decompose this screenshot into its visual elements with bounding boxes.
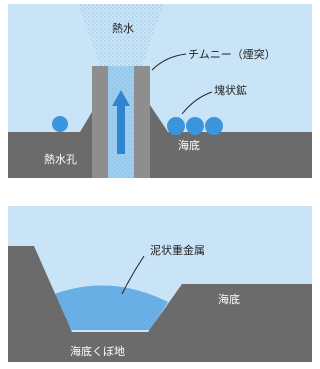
mud-label: 泥状重金属 xyxy=(150,243,205,257)
top-panel: 熱水 チムニー（煙突） 塊状鉱 熱水孔 海底 xyxy=(8,4,312,178)
chimney-label: チムニー（煙突） xyxy=(188,47,276,61)
vent-label: 熱水孔 xyxy=(44,153,77,166)
bottom-seafloor-label: 海底 xyxy=(218,292,240,306)
ore-mound-4 xyxy=(205,117,223,135)
bottom-panel: 泥状重金属 海底 海底くぼ地 xyxy=(8,206,312,362)
hot-water-plume xyxy=(78,4,164,66)
seafloor-right xyxy=(148,102,312,178)
chimney-wall-right xyxy=(134,66,150,178)
mud-leader-line xyxy=(121,255,145,295)
top-seafloor-label: 海底 xyxy=(178,138,200,152)
ore-mound-1 xyxy=(52,116,68,132)
seafloor-left xyxy=(8,102,98,178)
mud-pool-texture xyxy=(40,285,168,330)
ore-mound-3 xyxy=(186,117,204,135)
depression-ground xyxy=(8,246,312,362)
chimney-wall-left xyxy=(92,66,108,178)
chimney-leader-line xyxy=(151,53,187,71)
depression-label: 海底くぼ地 xyxy=(70,344,125,358)
ore-mound-2 xyxy=(167,117,185,135)
mound-leader-line xyxy=(181,91,213,115)
hot-water-label: 熱水 xyxy=(112,22,134,35)
flow-arrow xyxy=(112,90,130,154)
mound-label: 塊状鉱 xyxy=(214,83,247,97)
